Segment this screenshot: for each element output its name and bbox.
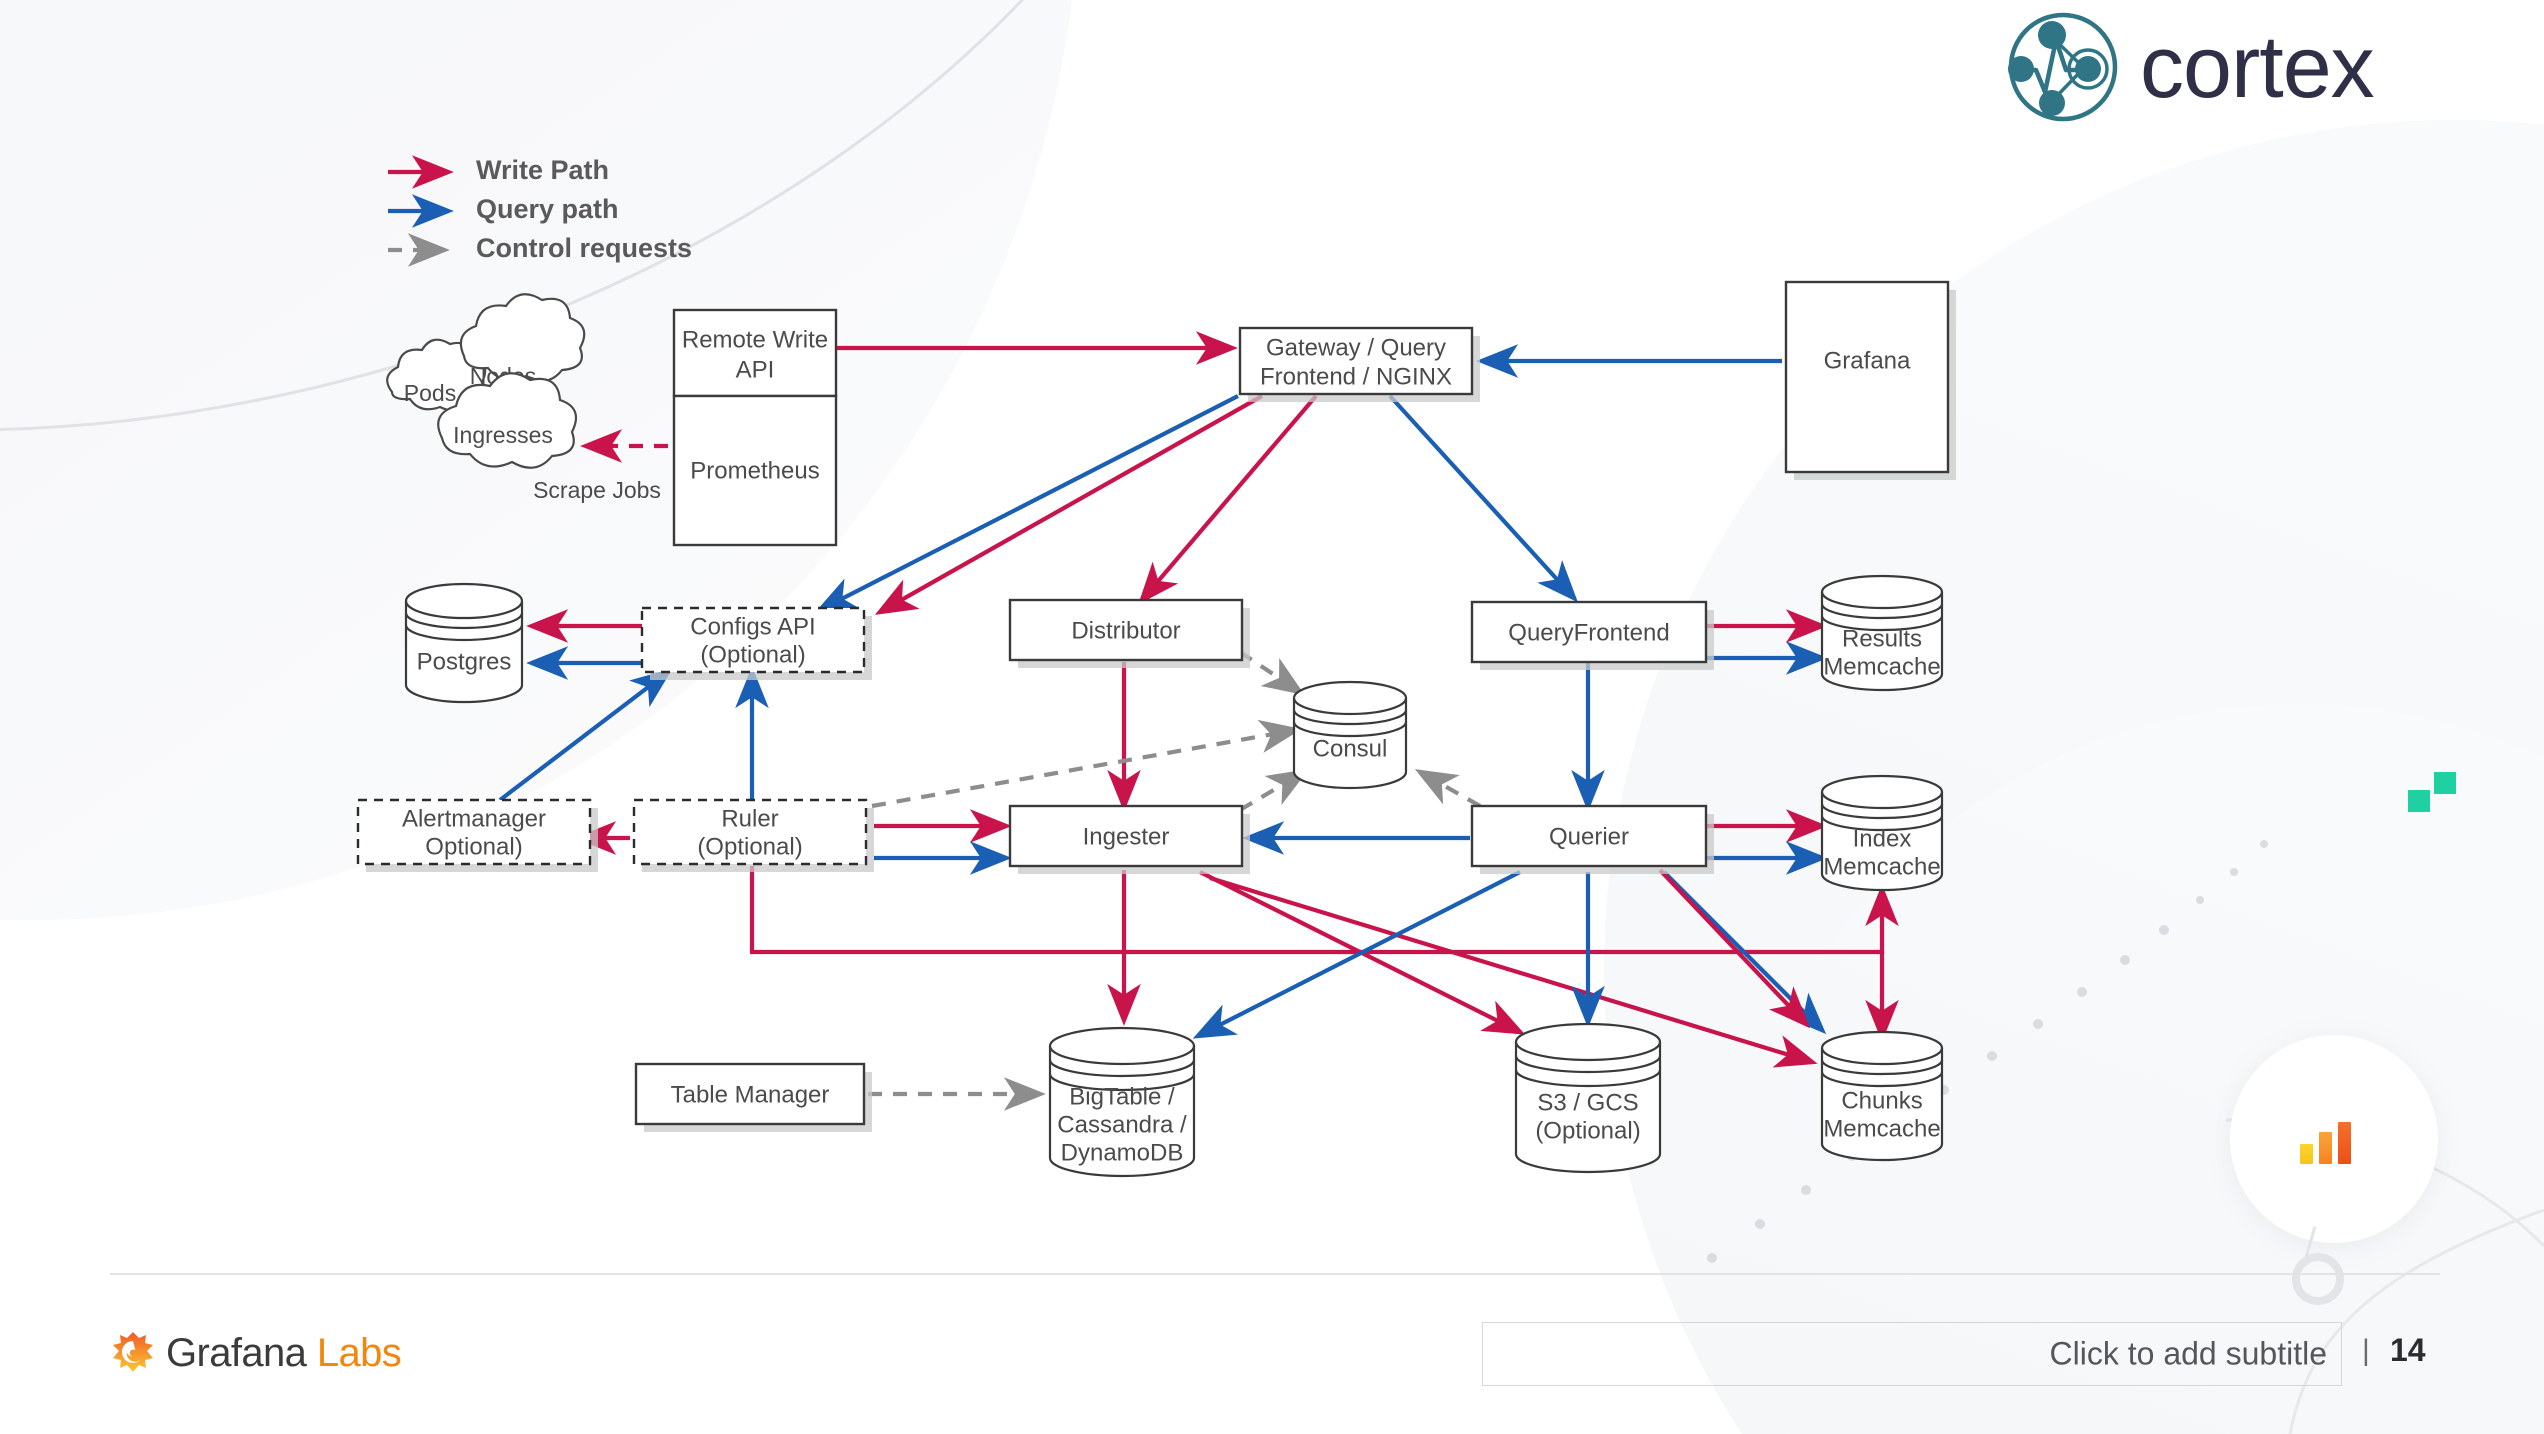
node-label-consul: Consul xyxy=(1313,735,1388,762)
node-label-alertmanager-line1: Alertmanager xyxy=(402,805,546,832)
node-label-grafana: Grafana xyxy=(1824,347,1911,374)
cortex-logo: cortex xyxy=(2004,8,2534,126)
cortex-wordmark: cortex xyxy=(2140,17,2375,116)
node-label-remote-write-api-line1: Remote Write xyxy=(682,326,828,353)
node-s3-gcs[interactable]: S3 / GCS (Optional) xyxy=(1514,1022,1662,1174)
node-querier[interactable]: Querier xyxy=(1470,804,1714,874)
node-label-bigtable-line2: Cassandra / xyxy=(1057,1111,1187,1138)
page-number: 14 xyxy=(2390,1332,2426,1368)
edge-ruler-to-index-memcache xyxy=(749,866,1899,955)
node-label-chunks-memcache-line2: Memcache xyxy=(1823,1115,1940,1142)
node-results-memcache[interactable]: Results Memcache xyxy=(1820,574,1944,692)
edge-configs-api-to-gateway xyxy=(814,394,1239,613)
node-grafana[interactable]: Grafana xyxy=(1784,280,1956,480)
edge-ingester-to-chunks-memcache xyxy=(1209,875,1818,1068)
edge-querier-to-bigtable xyxy=(1192,870,1521,1039)
legend-label-query-path: Query path xyxy=(476,194,619,224)
legend-label-write-path: Write Path xyxy=(476,155,609,185)
node-label-s3-gcs-line2: (Optional) xyxy=(1535,1117,1640,1144)
node-label-prometheus: Prometheus xyxy=(690,457,819,484)
edge-gateway-to-configs-api xyxy=(874,394,1264,615)
grafana-sun-icon xyxy=(113,1332,153,1372)
node-label-index-memcache-line1: Index xyxy=(1853,825,1912,852)
node-label-chunks-memcache-line1: Chunks xyxy=(1841,1087,1922,1114)
node-index-memcache[interactable]: Index Memcache xyxy=(1820,774,1944,892)
node-configs-api[interactable]: Configs API (Optional) xyxy=(640,606,872,680)
node-ingester[interactable]: Ingester xyxy=(1008,804,1250,874)
legend-label-control-requests: Control requests xyxy=(476,233,692,263)
node-label-table-manager: Table Manager xyxy=(671,1081,830,1108)
node-gateway[interactable]: Gateway / Query Frontend / NGINX xyxy=(1238,326,1480,402)
node-remote-write-api[interactable]: Remote Write API xyxy=(672,308,838,398)
node-label-remote-write-api-line2: API xyxy=(736,356,775,383)
edge-ingester-to-consul xyxy=(1238,768,1310,812)
node-label-alertmanager-line2: Optional) xyxy=(425,833,522,860)
node-alertmanager[interactable]: Alertmanager Optional) xyxy=(356,798,598,872)
node-distributor[interactable]: Distributor xyxy=(1008,598,1250,668)
diagram-legend: Write Path Query path Control requests xyxy=(388,155,692,267)
cloud-ingresses: Ingresses xyxy=(437,372,578,469)
labs-word: Labs xyxy=(316,1331,402,1375)
node-prometheus[interactable]: Prometheus xyxy=(672,394,838,547)
node-postgres[interactable]: Postgres xyxy=(404,582,524,704)
node-label-bigtable-line3: DynamoDB xyxy=(1061,1139,1184,1166)
node-chunks-memcache[interactable]: Chunks Memcache xyxy=(1820,1030,1944,1162)
node-label-querier: Querier xyxy=(1549,823,1629,850)
node-label-configs-api-line1: Configs API xyxy=(690,613,815,640)
edge-alertmanager-to-configs-api xyxy=(498,668,673,802)
legend-item-write-path: Write Path xyxy=(388,155,609,189)
node-label-ruler-line1: Ruler xyxy=(721,805,778,832)
node-label-gateway-line1: Gateway / Query xyxy=(1266,334,1446,361)
node-label-s3-gcs-line1: S3 / GCS xyxy=(1537,1089,1638,1116)
node-query-frontend[interactable]: QueryFrontend xyxy=(1470,600,1714,670)
edge-querier-chunks-write xyxy=(1658,868,1811,1029)
edge-ruler-to-consul xyxy=(871,719,1302,809)
node-label-gateway-line2: Frontend / NGINX xyxy=(1260,363,1452,390)
node-label-ruler-line2: (Optional) xyxy=(697,833,802,860)
page-separator: | xyxy=(2362,1334,2370,1367)
node-label-results-memcache-line2: Memcache xyxy=(1823,653,1940,680)
node-label-results-memcache-line1: Results xyxy=(1842,625,1922,652)
node-consul[interactable]: Consul xyxy=(1292,680,1408,790)
node-label-configs-api-line2: (Optional) xyxy=(700,641,805,668)
cloud-label-ingresses: Ingresses xyxy=(453,422,553,448)
node-label-postgres: Postgres xyxy=(417,648,512,675)
cortex-mark-icon xyxy=(2008,12,2118,122)
subtitle-placeholder-text: Click to add subtitle xyxy=(2049,1335,2327,1372)
node-ruler[interactable]: Ruler (Optional) xyxy=(632,798,874,872)
legend-item-query-path: Query path xyxy=(388,194,619,228)
edge-querier-to-consul xyxy=(1414,769,1482,808)
node-label-distributor: Distributor xyxy=(1071,617,1180,644)
legend-item-control-requests: Control requests xyxy=(388,233,692,267)
node-label-index-memcache-line2: Memcache xyxy=(1823,853,1940,880)
node-table-manager[interactable]: Table Manager xyxy=(634,1062,872,1132)
edge-label-scrape-jobs: Scrape Jobs xyxy=(533,477,661,503)
grafana-word: Grafana xyxy=(166,1331,307,1375)
node-label-ingester: Ingester xyxy=(1083,823,1170,850)
grafana-labs-wordmark: Grafana Labs xyxy=(166,1331,402,1375)
diagram-edges xyxy=(498,331,1899,1111)
edge-gateway-to-distributor xyxy=(1138,394,1318,605)
subtitle-placeholder-box[interactable]: Click to add subtitle xyxy=(1482,1322,2342,1386)
diagram-nodes: Remote Write API Prometheus Gateway / Qu… xyxy=(356,280,1956,1178)
node-bigtable[interactable]: BigTable / Cassandra / DynamoDB xyxy=(1048,1026,1196,1178)
node-label-query-frontend: QueryFrontend xyxy=(1508,619,1669,646)
cloud-label-pods: Pods xyxy=(404,380,456,406)
node-label-bigtable-line1: BigTable / xyxy=(1069,1083,1175,1110)
edge-gateway-to-query-frontend xyxy=(1388,394,1578,603)
kubernetes-clouds-group: Pods Nodes Ingresses Scrape Jobs xyxy=(386,293,661,503)
footer-divider xyxy=(110,1273,2440,1275)
grafana-labs-logo: Grafana Labs xyxy=(110,1330,402,1376)
